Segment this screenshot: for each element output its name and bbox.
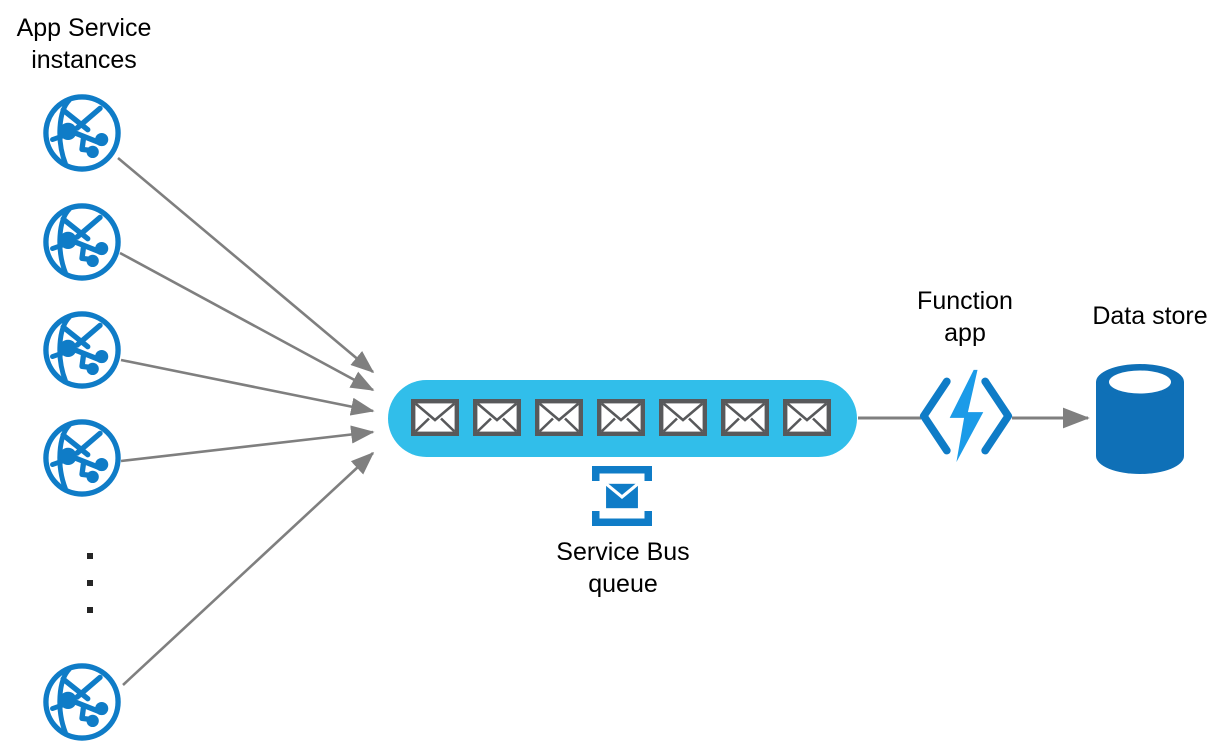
function-app-label: Function app: [917, 287, 1013, 347]
envelope-icon[interactable]: [723, 401, 767, 434]
app-service-globe-icon[interactable]: [46, 97, 118, 169]
connector-group-instances-to-queue: [117, 157, 375, 686]
envelope-icon[interactable]: [413, 401, 457, 434]
azure-functions-lightning-icon[interactable]: [924, 370, 1008, 462]
service-bus-envelope-icon[interactable]: [596, 470, 649, 523]
connector-instance-5-to-queue: [122, 451, 375, 686]
app-service-instances-label: App Service instances: [16, 14, 152, 74]
database-cylinder-icon[interactable]: [1096, 364, 1184, 474]
app-service-globe-icon[interactable]: [46, 422, 118, 494]
connector-instance-3-to-queue: [120, 358, 375, 416]
service-bus-queue-label: Service Bus queue: [556, 538, 690, 598]
connector-instance-1-to-queue: [117, 157, 375, 374]
app-service-globe-icon[interactable]: [46, 314, 118, 386]
envelope-icon[interactable]: [537, 401, 581, 434]
service-bus-queue-node[interactable]: [388, 380, 857, 457]
connector-instance-4-to-queue: [120, 425, 375, 463]
envelope-icon[interactable]: [785, 401, 829, 434]
app-service-globe-icon[interactable]: [46, 666, 118, 738]
app-service-instances-group: [46, 97, 118, 738]
envelope-icon[interactable]: [475, 401, 519, 434]
connector-instance-2-to-queue: [119, 251, 375, 392]
vertical-ellipsis-icon: [87, 553, 93, 613]
envelope-icon[interactable]: [599, 401, 643, 434]
envelope-icon[interactable]: [661, 401, 705, 434]
data-store-label: Data store: [1092, 302, 1208, 330]
app-service-globe-icon[interactable]: [46, 206, 118, 278]
